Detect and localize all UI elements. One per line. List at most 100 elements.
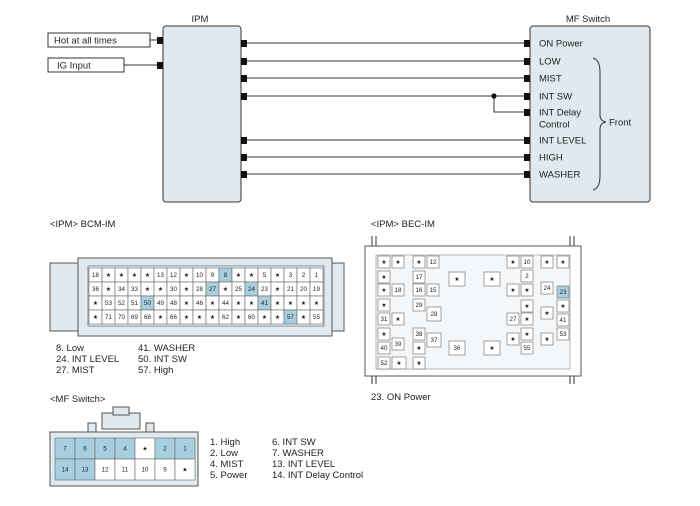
- pin-cell: [391, 337, 405, 351]
- mf-input-pins: [524, 40, 530, 178]
- pin-cell: [391, 356, 407, 370]
- pin-label: ★: [544, 259, 550, 266]
- pin-cell: [309, 309, 324, 325]
- pin-cell: [556, 313, 570, 327]
- pin-cell: [391, 283, 405, 297]
- wire-int-delay: [493, 96, 524, 113]
- pin-cell: [520, 269, 534, 283]
- pin-label: 66: [170, 314, 177, 321]
- pin-label: 36: [454, 345, 461, 352]
- pin-cell: [540, 332, 554, 346]
- pin-label: 9: [211, 272, 215, 279]
- pin-label: 30: [170, 286, 177, 293]
- pin-label: 70: [118, 314, 125, 321]
- mf-terminal-int-delay: INT Delay: [539, 108, 581, 119]
- pin-label: ★: [249, 272, 255, 279]
- pin-label: ★: [249, 300, 255, 307]
- pin-cell: [540, 306, 554, 320]
- bcm-legend-item: 27. MIST: [56, 365, 95, 376]
- pin-label: ★: [489, 276, 495, 283]
- pin-cell: [412, 341, 426, 355]
- pin-label: 69: [131, 314, 138, 321]
- mf-terminal-int-level: INT LEVEL: [539, 136, 586, 147]
- mf-terminal-low: LOW: [539, 57, 561, 68]
- pin-label: 41: [261, 300, 268, 307]
- pin-cell: [377, 341, 391, 355]
- pin-cell: [412, 327, 426, 341]
- mf-switch-title: MF Switch: [566, 14, 610, 25]
- pin-label: 7: [63, 446, 67, 453]
- pin-label: ★: [416, 345, 422, 352]
- pin-label: 23: [261, 286, 268, 293]
- pin-label: ★: [262, 314, 268, 321]
- pin-cell: [377, 298, 391, 312]
- pin-label: 10: [524, 259, 531, 266]
- pin-label: 17: [416, 274, 423, 281]
- pin-label: ★: [210, 314, 216, 321]
- pin-label: ★: [489, 345, 495, 352]
- pin-cell: [412, 255, 426, 269]
- pin-label: 52: [381, 360, 388, 367]
- pin-label: ★: [381, 302, 387, 309]
- pin-label: 5: [263, 272, 267, 279]
- pin-label: 23: [560, 289, 567, 296]
- pin-cell: [377, 270, 391, 284]
- signal-wires: [245, 42, 524, 175]
- pin-cell: [520, 341, 534, 355]
- bec-note: 23. ON Power: [371, 392, 431, 403]
- pin-label: 44: [222, 300, 229, 307]
- pin-label: 53: [105, 300, 112, 307]
- pin-label: ★: [119, 272, 125, 279]
- pin-label: 21: [287, 286, 294, 293]
- pin-label: 9: [163, 467, 167, 474]
- pin-label: 18: [395, 287, 402, 294]
- pin-label: 2: [525, 273, 529, 280]
- pin-label: 52: [118, 300, 125, 307]
- front-brace: [592, 57, 607, 191]
- pin-label: ★: [184, 272, 190, 279]
- mf-caption: <MF Switch>: [50, 394, 106, 405]
- ipm-pin-hot: [157, 37, 163, 44]
- pin-label: ★: [275, 314, 281, 321]
- pin-cell: [556, 327, 570, 341]
- pin-label: ★: [93, 314, 99, 321]
- pin-label: 11: [122, 467, 129, 474]
- pin-cell: [377, 312, 391, 326]
- pin-label: 50: [144, 300, 151, 307]
- pin-label: 46: [196, 300, 203, 307]
- pin-label: ★: [395, 316, 401, 323]
- pin-label: ★: [524, 287, 530, 294]
- mf-legend-item: 4. MIST: [210, 459, 243, 470]
- pin-label: ★: [416, 360, 422, 367]
- pin-label: ★: [396, 360, 402, 367]
- pin-label: ★: [416, 259, 422, 266]
- pin-label: ★: [93, 300, 99, 307]
- pin-label: ★: [544, 336, 550, 343]
- pin-label: ★: [182, 467, 188, 474]
- pin-label: 51: [131, 300, 138, 307]
- pin-cell: [377, 255, 391, 269]
- bcm-legend: 8. Low 24. INT LEVEL 27. MIST 41. WASHER…: [56, 343, 195, 376]
- pin-label: 13: [157, 272, 164, 279]
- pin-label: 10: [142, 467, 149, 474]
- pin-cell: [483, 271, 501, 287]
- pin-label: ★: [301, 314, 307, 321]
- splice-point: [491, 93, 497, 99]
- pin-cell: [412, 298, 426, 312]
- mf-legend-item: 5. Power: [210, 470, 248, 481]
- mf-latch-tab: [112, 406, 130, 416]
- pin-label: 40: [381, 345, 388, 352]
- pin-label: 14: [62, 467, 69, 474]
- pin-label: ★: [510, 259, 516, 266]
- pin-label: ★: [223, 286, 229, 293]
- pin-label: 1: [183, 446, 187, 453]
- wiring-schematic: Hot at all times IG Input IPM MF Switch: [47, 14, 651, 203]
- pin-label: ★: [275, 300, 281, 307]
- pin-label: ★: [381, 274, 387, 281]
- ipm-output-pins: [241, 40, 247, 178]
- bcm-caption: <IPM> BCM-IM: [50, 219, 116, 230]
- pin-label: 1: [315, 272, 319, 279]
